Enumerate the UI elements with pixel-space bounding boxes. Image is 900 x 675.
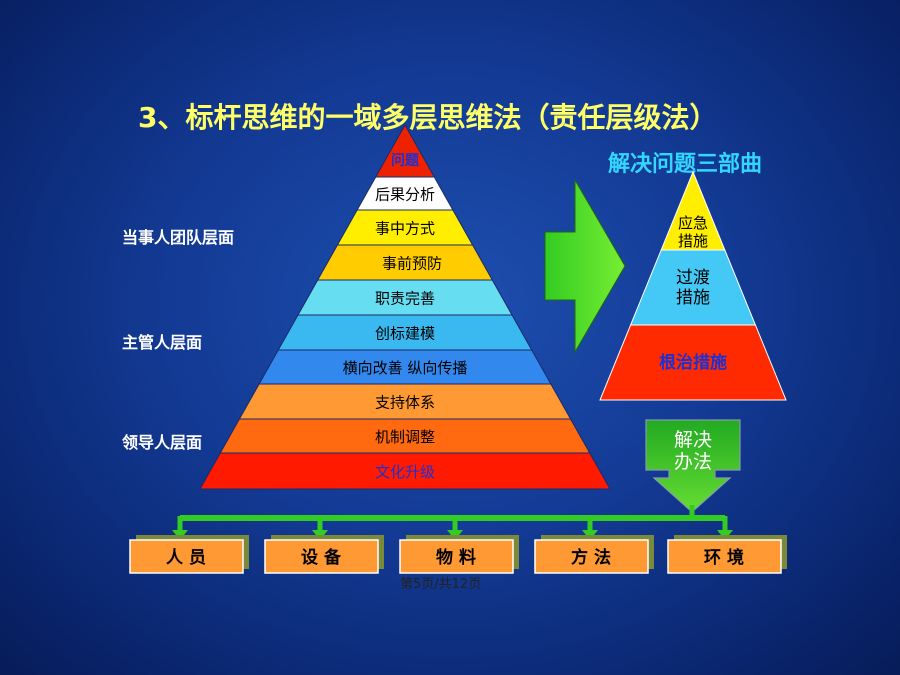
- pyramid-level-label: 支持体系: [375, 394, 435, 412]
- solution-steps-title: 解决问题三部曲: [608, 152, 763, 177]
- pyramid-level-label: 事前预防: [382, 255, 442, 273]
- pyramid-level-label: 职责完善: [375, 290, 435, 308]
- step-level-label: 措施: [678, 232, 708, 250]
- pyramid-level-label: 事中方式: [375, 220, 435, 238]
- factor-label: 方 法: [571, 547, 611, 568]
- pyramid-level-1: [374, 123, 436, 178]
- factor-boxes: 人 员设 备物 料方 法环 境: [129, 535, 787, 574]
- connector-tree: [172, 505, 733, 540]
- factor-label: 设 备: [301, 547, 342, 568]
- factor-box-1: [129, 539, 244, 574]
- factor-box-4: [534, 539, 649, 574]
- step-level-label: 根治措施: [659, 352, 727, 373]
- factor-box-2: [264, 539, 379, 574]
- page-indicator: 第5页/共12页: [400, 577, 482, 592]
- factor-label: 人 员: [166, 548, 206, 568]
- pyramid-level-label: 机制调整: [375, 428, 435, 446]
- factor-label: 环 境: [704, 547, 744, 568]
- pyramid-level-label: 横向改善 纵向传播: [343, 359, 468, 377]
- step-level-label: 措施: [676, 288, 710, 308]
- transition-arrow-icon: [544, 178, 626, 354]
- leader-level-label: 领导人层面: [122, 433, 203, 452]
- pyramid-level-label: 问题: [391, 152, 420, 169]
- manager-level-label: 主管人层面: [122, 333, 203, 352]
- solution-arrow-icon: [645, 419, 741, 513]
- step-level-3: [599, 324, 787, 401]
- factor-box-5: [667, 539, 782, 574]
- solution-text: 办法: [674, 451, 712, 473]
- slide-title: 3、标杆思维的一域多层思维法（责任层级法）: [138, 101, 718, 134]
- factor-box-3: [399, 539, 514, 574]
- step-level-label: 过渡: [676, 268, 710, 288]
- pyramid-level-label: 后果分析: [375, 186, 435, 204]
- pyramid-level-10: [199, 452, 611, 490]
- team-level-label: 当事人团队层面: [122, 228, 235, 247]
- pyramid-level-label: 文化升级: [375, 463, 435, 481]
- step-level-label: 应急: [678, 214, 708, 232]
- solution-text: 解决: [674, 429, 712, 451]
- factor-label: 物 料: [436, 547, 476, 568]
- pyramid-level-label: 创标建模: [375, 325, 435, 343]
